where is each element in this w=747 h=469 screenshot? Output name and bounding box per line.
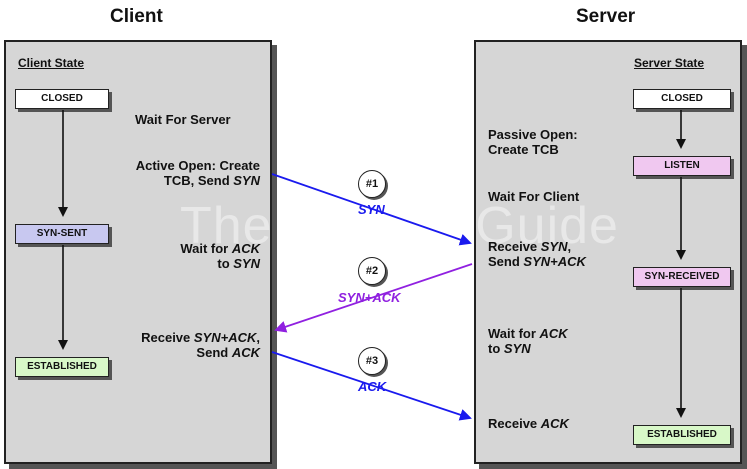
message-label-syn: SYN <box>358 202 385 217</box>
client-step-wait-ack: Wait for ACK to SYN <box>180 241 260 271</box>
message-label-synack: SYN+ACK <box>338 290 401 305</box>
message-badge-1: #1 <box>358 170 386 198</box>
client-state-syn-sent: SYN-SENT <box>15 224 109 244</box>
server-state-closed: CLOSED <box>633 89 731 109</box>
client-panel <box>4 40 272 464</box>
message-badge-3: #3 <box>358 347 386 375</box>
server-panel <box>474 40 742 464</box>
server-step-receive-syn: Receive SYN, Send SYN+ACK <box>488 239 586 269</box>
server-state-listen: LISTEN <box>633 156 731 176</box>
client-step-active-open: Active Open: Create TCB, Send SYN <box>135 158 260 188</box>
server-state-established: ESTABLISHED <box>633 425 731 445</box>
client-title: Client <box>110 6 163 27</box>
client-state-heading: Client State <box>18 56 85 70</box>
message-label-ack: ACK <box>358 379 387 394</box>
client-state-established: ESTABLISHED <box>15 357 109 377</box>
server-step-wait-ack: Wait for ACK to SYN <box>488 326 568 356</box>
server-step-receive-ack: Receive ACK <box>488 416 569 431</box>
client-step-receive-synack: Receive SYN+ACK, Send ACK <box>141 330 260 360</box>
message-badge-2: #2 <box>358 257 386 285</box>
server-state-heading: Server State <box>634 56 705 70</box>
server-title: Server <box>576 6 636 27</box>
server-step-passive-open: Passive Open: Create TCB <box>488 127 578 157</box>
server-state-syn-received: SYN-RECEIVED <box>633 267 731 287</box>
client-state-closed: CLOSED <box>15 89 109 109</box>
client-step-wait-server: Wait For Server <box>135 112 231 127</box>
server-step-wait-client: Wait For Client <box>488 189 580 204</box>
